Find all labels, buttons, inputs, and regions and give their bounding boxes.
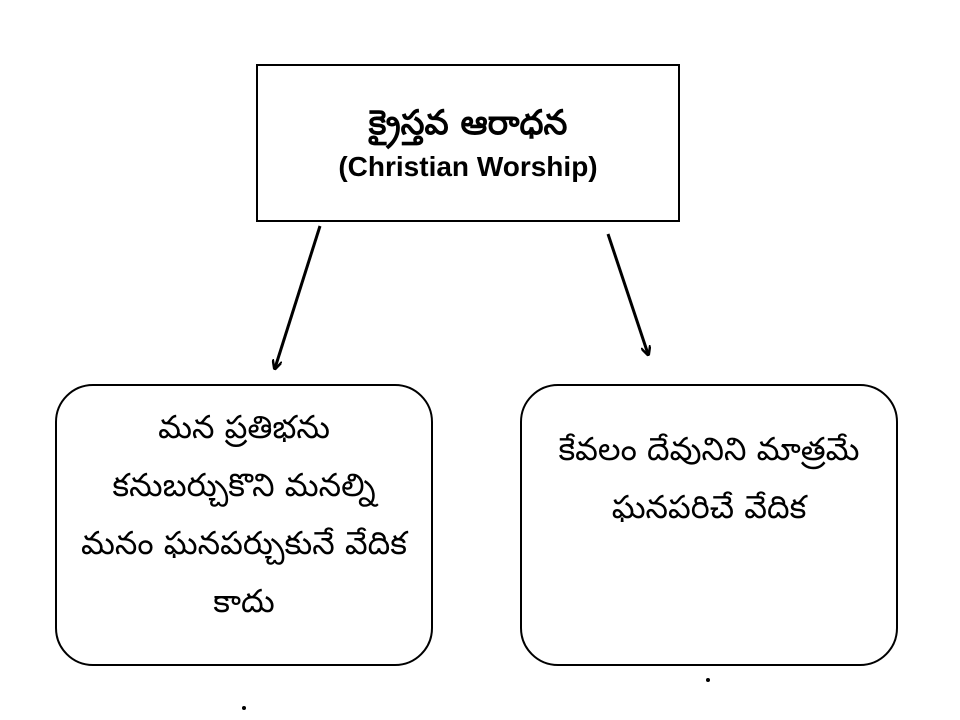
child-node-right: కేవలం దేవునిని మాత్రమే ఘనపరిచే వేదిక xyxy=(520,384,898,666)
arrow-to-left-box xyxy=(275,225,322,368)
arrow-to-right-box xyxy=(606,233,648,354)
child-left-text: మన ప్రతిభను కనుబర్చుకొని మనల్ని మనం ఘనపర… xyxy=(81,408,407,620)
root-node: క్రైస్తవ ఆరాధన (Christian Worship) xyxy=(256,64,680,222)
root-subtitle: (Christian Worship) xyxy=(338,150,598,182)
child-node-left: మన ప్రతిభను కనుబర్చుకొని మనల్ని మనం ఘనపర… xyxy=(55,384,433,666)
stray-dot-left xyxy=(242,706,246,710)
stray-dot-right xyxy=(706,678,710,682)
child-right-text: కేవలం దేవునిని మాత్రమే ఘనపరిచే వేదిక xyxy=(558,430,860,526)
root-title: క్రైస్తవ ఆరాధన xyxy=(368,103,568,144)
